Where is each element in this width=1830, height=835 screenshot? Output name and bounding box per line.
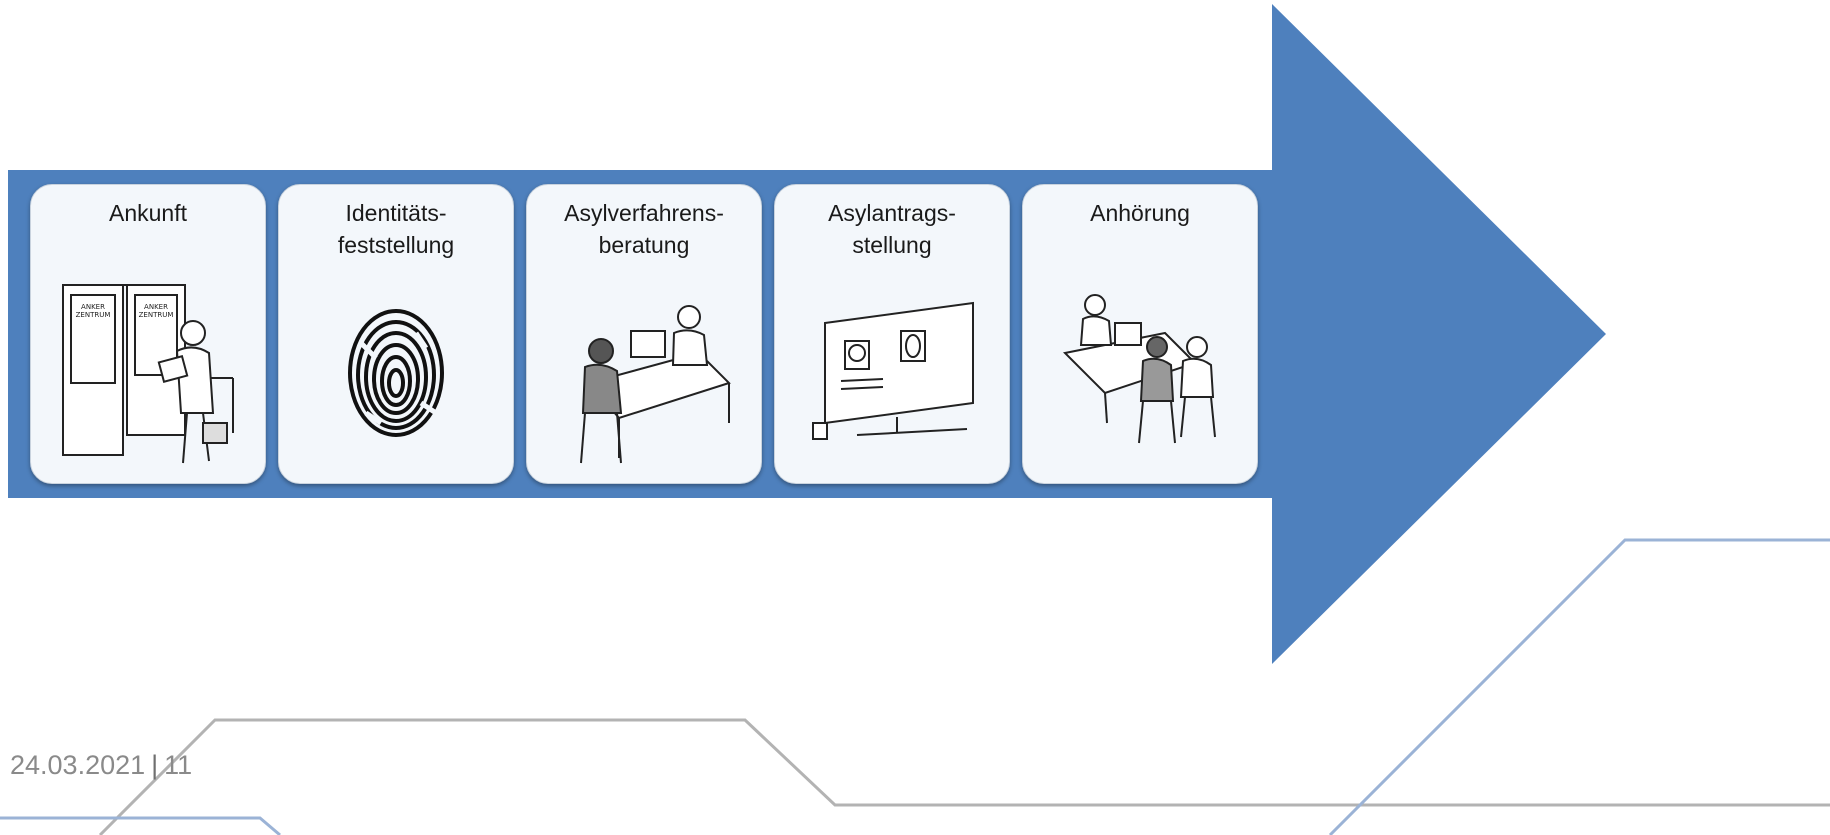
process-steps: Ankunft ANKER ZENTRUM ANKER ZENTRUM — [30, 184, 1258, 484]
fingerprint-icon — [348, 309, 444, 437]
step-title-line: Anhörung — [1090, 200, 1190, 226]
step-title-line: Identitäts- — [345, 200, 447, 226]
step-title-line: beratung — [598, 232, 690, 258]
step-title-line: Asylantrags- — [828, 200, 956, 226]
step-card-arrival: Ankunft ANKER ZENTRUM ANKER ZENTRUM — [30, 184, 266, 484]
arrival-icon: ANKER ZENTRUM ANKER ZENTRUM — [62, 284, 234, 464]
application-monitor-icon — [812, 301, 974, 440]
sign-text-1: ANKER — [81, 303, 105, 311]
step-title-line: stellung — [852, 232, 932, 258]
counseling-icon — [580, 305, 731, 464]
slide-number: 11 — [164, 750, 193, 780]
footer-separator: | — [151, 750, 159, 780]
slide-footer: 24.03.2021|11 — [10, 750, 192, 781]
step-title: Anhörung — [1023, 197, 1257, 229]
step-title: Asylverfahrens- beratung — [527, 197, 761, 261]
hearing-icon — [1062, 294, 1216, 444]
blue-deco-line-bottom — [0, 816, 281, 835]
step-card-application: Asylantrags- stellung — [774, 184, 1010, 484]
step-title: Identitäts- feststellung — [279, 197, 513, 261]
step-card-identification: Identitäts- feststellung — [278, 184, 514, 484]
sign-text-3: ANKER — [144, 303, 168, 311]
step-card-hearing: Anhörung — [1022, 184, 1258, 484]
slide-date: 24.03.2021 — [10, 750, 146, 780]
step-title-line: Asylverfahrens- — [564, 200, 724, 226]
step-title-line: Ankunft — [109, 200, 187, 226]
sign-text-2: ZENTRUM — [76, 311, 111, 319]
gray-deco-line — [98, 718, 1830, 835]
blue-deco-line — [1328, 538, 1830, 835]
step-title-line: feststellung — [337, 232, 455, 258]
step-title: Ankunft — [31, 197, 265, 229]
sign-text-4: ZENTRUM — [139, 311, 174, 319]
step-card-counseling: Asylverfahrens- beratung — [526, 184, 762, 484]
step-title: Asylantrags- stellung — [775, 197, 1009, 261]
